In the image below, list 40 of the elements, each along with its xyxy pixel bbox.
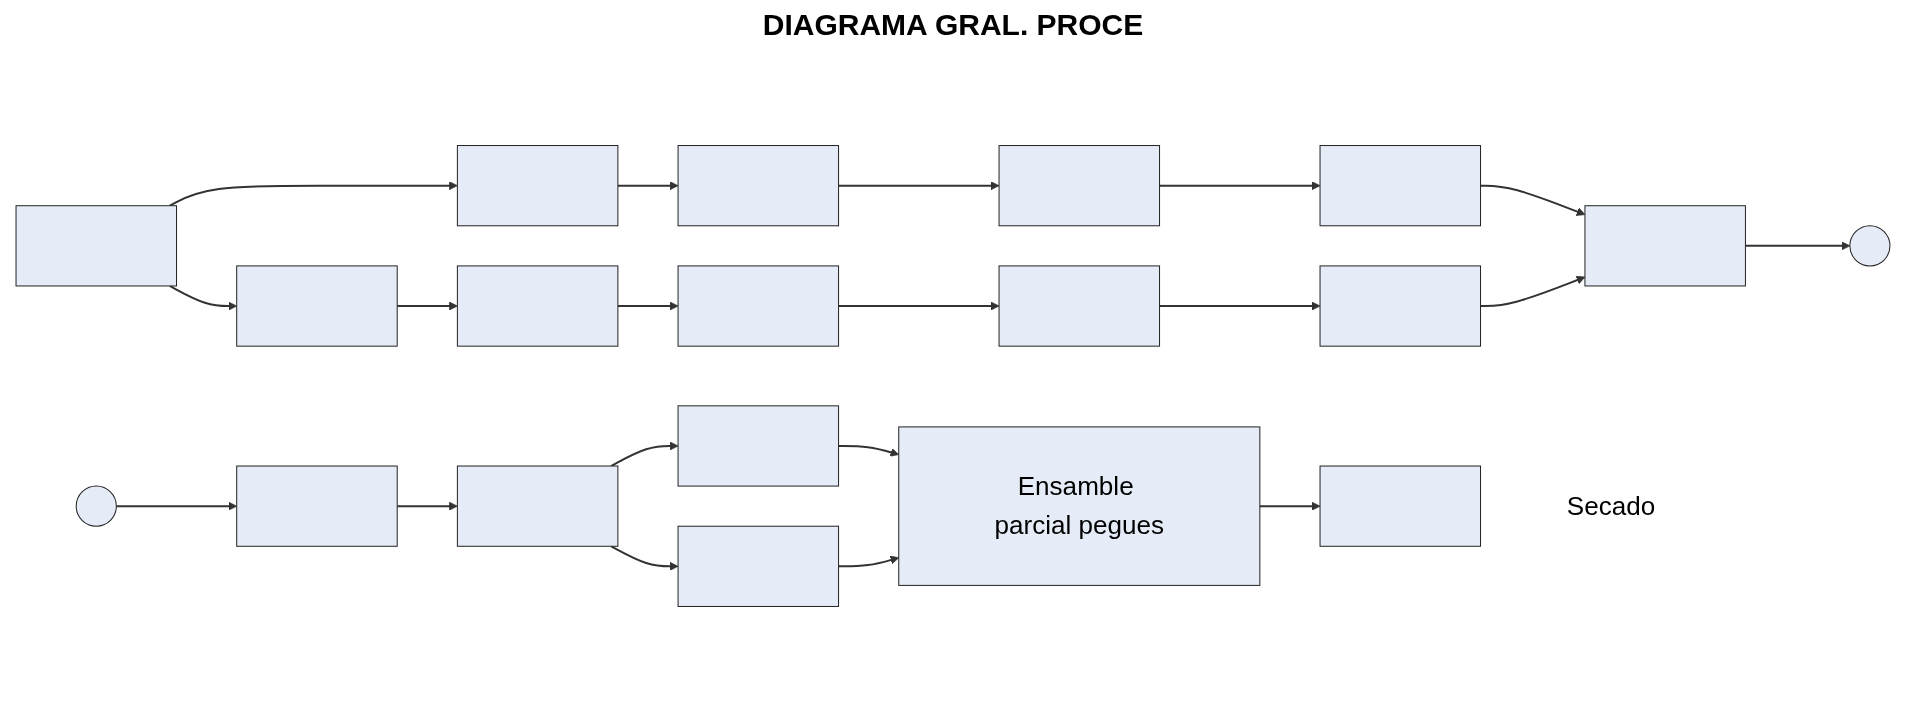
arrow <box>116 501 238 511</box>
node-circle <box>1849 225 1891 267</box>
node-box <box>677 145 840 227</box>
node-box <box>677 525 840 607</box>
arrow <box>838 301 1000 311</box>
node-box <box>1584 205 1746 287</box>
node-box <box>236 265 398 347</box>
arrow <box>1259 501 1321 511</box>
arrow <box>1745 241 1851 251</box>
diagram-title: DIAGRAMA GRAL. PROCE <box>762 8 1144 42</box>
arrow <box>397 301 458 311</box>
node-box: Ensamble parcial pegues <box>898 426 1261 586</box>
arrow <box>838 555 900 568</box>
node-box <box>456 265 619 347</box>
arrow <box>169 285 238 311</box>
arrow <box>1159 301 1321 311</box>
arrow <box>397 501 458 511</box>
node-label: Secado <box>1566 490 1656 521</box>
arrow <box>838 181 1000 191</box>
node-box <box>998 265 1161 347</box>
node-box <box>456 145 619 227</box>
node-box <box>998 145 1161 227</box>
arrow <box>169 181 458 207</box>
node-box <box>1319 265 1482 347</box>
node-box <box>15 205 177 287</box>
node-box <box>456 465 619 547</box>
arrow <box>610 545 679 571</box>
arrow <box>617 181 679 191</box>
arrow <box>617 301 679 311</box>
node-box <box>677 265 840 347</box>
node-circle <box>75 485 117 527</box>
arrow <box>1480 184 1586 216</box>
node-box <box>1319 465 1482 547</box>
node-box <box>1319 145 1482 227</box>
arrow <box>838 444 900 457</box>
arrow <box>610 441 679 467</box>
arrow <box>1159 181 1321 191</box>
node-box <box>677 405 840 487</box>
arrow <box>1480 275 1586 308</box>
node-box <box>236 465 398 547</box>
